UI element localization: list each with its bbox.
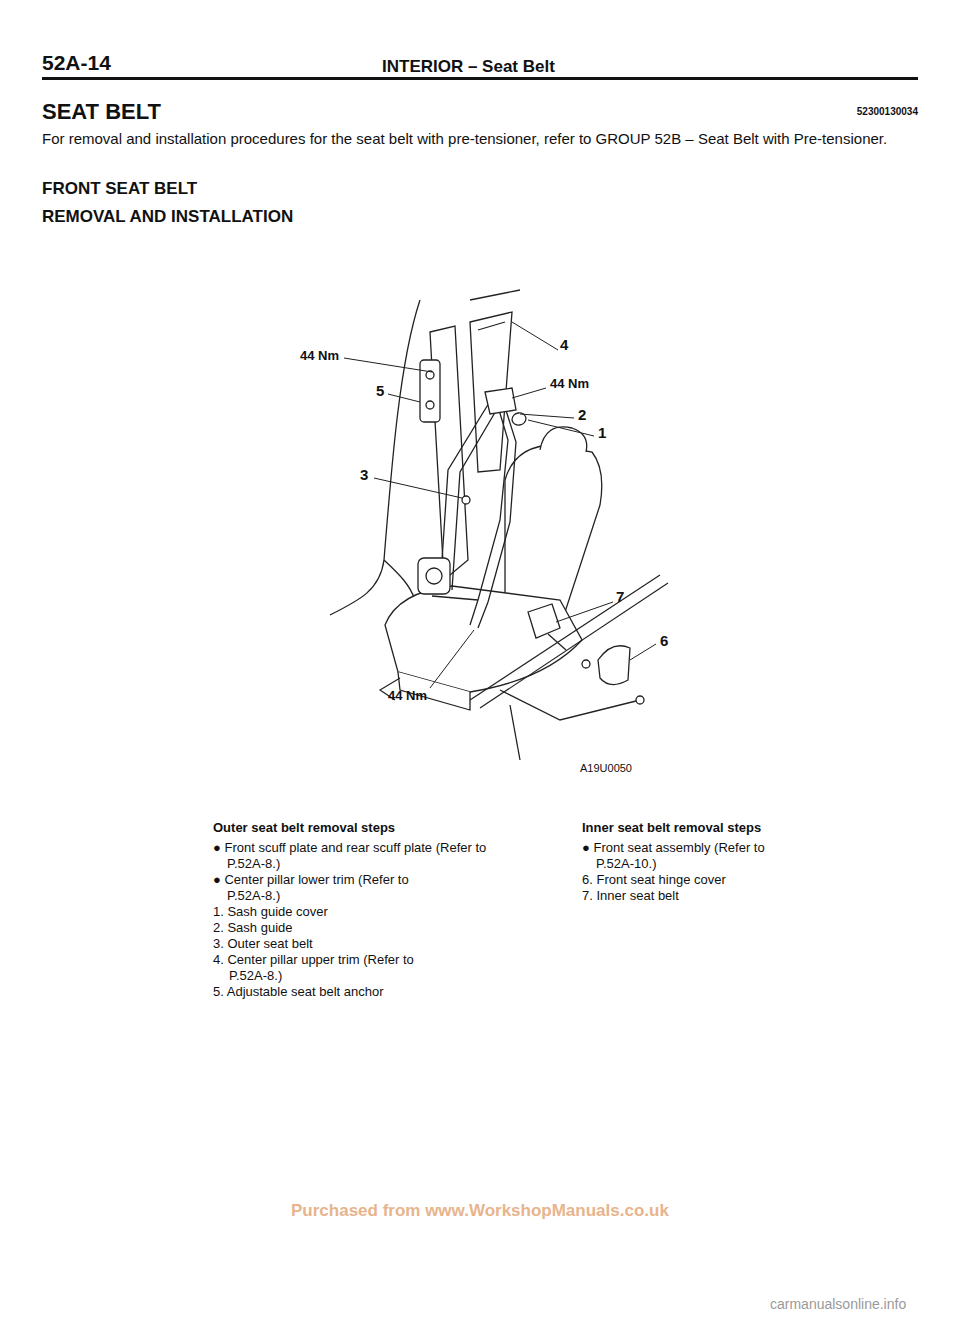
intro-note: For removal and installation procedures … [42, 128, 922, 150]
steps-heading: Inner seat belt removal steps [582, 820, 761, 836]
section-title: SEAT BELT [42, 98, 161, 126]
drawing-stroke [388, 394, 420, 402]
step-item: 1. Sash guide cover [213, 904, 328, 920]
steps-heading: Outer seat belt removal steps [213, 820, 395, 836]
drawing-stroke [485, 388, 516, 414]
sash-guide [485, 388, 526, 425]
drawing-stroke [420, 360, 440, 422]
drawing-stroke [480, 583, 668, 708]
drawing-stroke [426, 401, 434, 409]
drawing-stroke [330, 300, 420, 615]
torque-value: 44 Nm [300, 348, 339, 364]
page-number: 52A-14 [42, 50, 111, 76]
drawing-stroke [540, 427, 587, 452]
step-item: ● Front seat assembly (Refer to P.52A-10… [582, 840, 776, 872]
document-code: 52300130034 [818, 106, 918, 119]
drawing-stroke [374, 478, 462, 498]
step-item: ● Front scuff plate and rear scuff plate… [213, 840, 497, 872]
callout-number: 1 [598, 424, 606, 443]
callout-number: 2 [578, 406, 586, 425]
drawing-stroke [510, 705, 520, 760]
drawing-stroke [636, 696, 644, 704]
drawing-stroke [344, 358, 432, 372]
drawing-stroke [478, 404, 516, 628]
drawing-stroke [470, 400, 508, 625]
step-item: 6. Front seat hinge cover [582, 872, 726, 888]
drawing-stroke [520, 414, 574, 418]
drawing-stroke [470, 290, 520, 300]
drawing-stroke [418, 558, 450, 594]
drawing-stroke [430, 630, 474, 688]
drawing-stroke [426, 371, 434, 379]
drawing-stroke [384, 560, 415, 600]
step-item: ● Center pillar lower trim (Refer to P.5… [213, 872, 427, 904]
step-item: 5. Adjustable seat belt anchor [213, 984, 384, 1000]
step-item: 2. Sash guide [213, 920, 293, 936]
running-header: INTERIOR – Seat Belt [382, 56, 555, 77]
torque-value: 44 Nm [550, 376, 589, 392]
drawing-stroke [462, 496, 470, 504]
callout-number: 3 [360, 466, 368, 485]
watermark: carmanualsonline.info [770, 1296, 906, 1314]
drawing-stroke [470, 575, 660, 700]
hinge-cover [598, 646, 644, 704]
drawing-stroke [500, 690, 640, 720]
callout-number: 7 [616, 588, 624, 607]
drawing-stroke [426, 568, 442, 584]
leader-lines [344, 322, 656, 688]
subheading: REMOVAL AND INSTALLATION [42, 206, 293, 227]
step-item: 3. Outer seat belt [213, 936, 313, 952]
drawing-stroke [505, 445, 602, 612]
drawing-stroke [556, 602, 613, 622]
drawing-stroke [385, 586, 582, 692]
figure-code: A19U0050 [580, 762, 632, 776]
drawing-stroke [548, 634, 566, 650]
seat-rail [380, 575, 668, 708]
drawing-stroke [512, 388, 546, 398]
torque-value: 44 Nm [388, 688, 427, 704]
adjustable-anchor [420, 360, 440, 422]
drawing-stroke [630, 644, 656, 660]
seat [385, 427, 602, 710]
step-item: 4. Center pillar upper trim (Refer to P.… [213, 952, 439, 984]
subheading: FRONT SEAT BELT [42, 178, 197, 199]
drawing-stroke [478, 322, 505, 330]
callout-number: 6 [660, 632, 668, 651]
drawing-stroke [432, 596, 478, 600]
retractor [418, 496, 470, 594]
step-item: 7. Inner seat belt [582, 888, 679, 904]
drawing-stroke [528, 604, 560, 638]
callout-number: 4 [560, 336, 568, 355]
callout-number: 5 [376, 382, 384, 401]
drawing-stroke [512, 322, 558, 350]
drawing-stroke [582, 660, 590, 668]
drawing-stroke [42, 77, 918, 80]
drawing-stroke [598, 646, 630, 685]
header-rule [42, 77, 918, 80]
watermark: Purchased from www.WorkshopManuals.co.uk [291, 1200, 669, 1221]
